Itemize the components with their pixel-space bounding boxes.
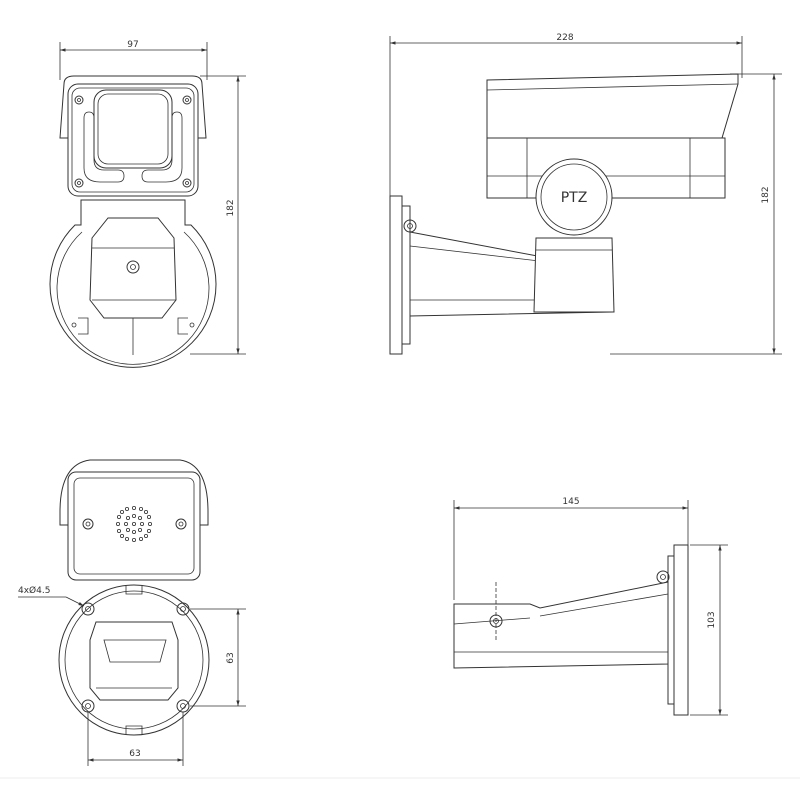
ptz-badge-text: PTZ: [561, 190, 588, 206]
bottom-horizontal-label: 63: [129, 749, 140, 759]
front-width-dimension: 97: [59, 40, 208, 80]
bottom-view: 4xØ4.5: [18, 459, 246, 766]
side-view: 228 182 PTZ: [389, 33, 782, 355]
hole-callout-label: 4xØ4.5: [18, 585, 50, 596]
front-view: 97 182: [49, 40, 246, 368]
side-width-dimension: 228: [389, 33, 743, 200]
bracket-length-label: 145: [562, 497, 579, 507]
side-height-dimension: 182: [610, 73, 782, 355]
front-height-label: 182: [226, 199, 236, 216]
bracket-height-dimension: 103: [690, 544, 728, 716]
bracket-height-label: 103: [707, 611, 717, 628]
front-height-dimension: 182: [190, 75, 246, 355]
speaker-grille: [116, 505, 152, 543]
bracket-view: 145 103: [453, 497, 728, 716]
front-width-label: 97: [127, 40, 138, 50]
bracket-length-dimension: 145: [453, 497, 689, 600]
bottom-vertical-dimension: 63: [190, 608, 246, 707]
bottom-horizontal-dimension: 63: [87, 712, 184, 766]
hole-callout: 4xØ4.5: [18, 585, 85, 607]
side-height-label: 182: [761, 186, 771, 203]
side-width-label: 228: [556, 33, 573, 43]
bottom-vertical-label: 63: [226, 652, 236, 663]
